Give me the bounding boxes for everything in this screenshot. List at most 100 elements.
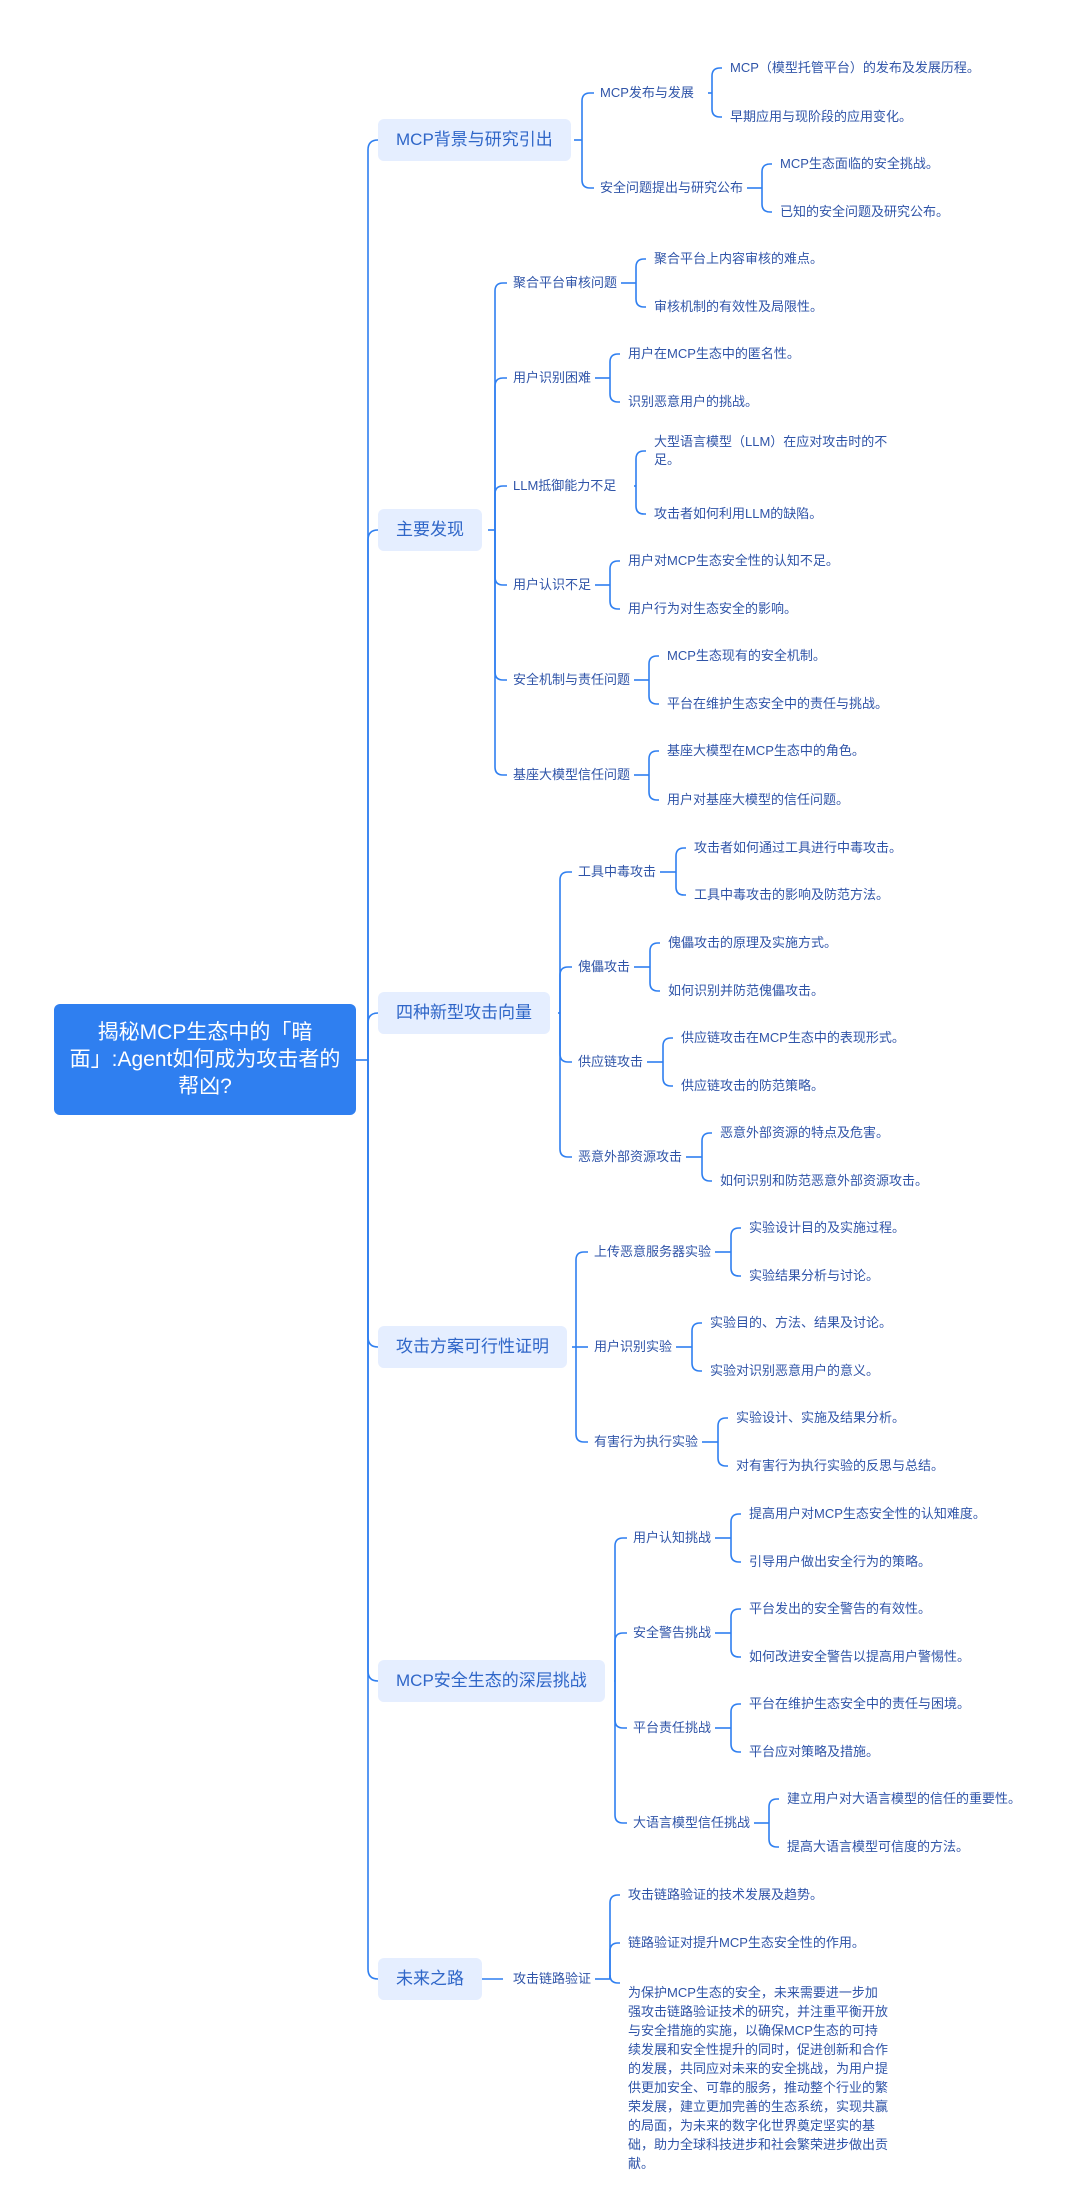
subtopic-bracket-link: [730, 1227, 741, 1252]
subtopic-bracket-link: [730, 1703, 741, 1728]
subtopic[interactable]: 傀儡攻击: [578, 959, 631, 974]
detail-item: 傀儡攻击的原理及实施方式。: [668, 935, 838, 950]
subtopic[interactable]: 安全机制与责任问题: [513, 672, 631, 687]
branch-topic[interactable]: MCP安全生态的深层挑战: [378, 1660, 605, 1702]
branch-topic[interactable]: 主要发现: [378, 509, 482, 551]
subtopic-bracket-link: [711, 67, 722, 93]
subtopic[interactable]: MCP发布与发展: [600, 85, 694, 100]
subtopic-bracket-link: [609, 1942, 620, 1979]
subtopic[interactable]: 安全问题提出与研究公布: [600, 180, 744, 195]
root-topic[interactable]: 揭秘MCP生态中的「暗面」:Agent如何成为攻击者的帮凶?: [54, 1004, 356, 1115]
subtopic-bracket-link: [730, 1252, 741, 1277]
subtopic-bracket-link: [609, 1894, 620, 1979]
subtopic[interactable]: 用户认知挑战: [633, 1530, 712, 1545]
detail-item: 用户在MCP生态中的匿名性。: [628, 346, 800, 361]
subtopic-bracket-link: [649, 942, 660, 967]
branch-bracket-link: [494, 530, 507, 681]
branch-bracket-link: [559, 1013, 572, 1158]
detail-item: 聚合平台上内容审核的难点。: [654, 251, 824, 266]
subtopic[interactable]: 恶意外部资源攻击: [578, 1149, 683, 1164]
subtopic-bracket-link: [701, 1132, 712, 1157]
subtopic[interactable]: 用户识别困难: [513, 370, 592, 385]
branch-bracket-link: [575, 1251, 588, 1347]
subtopic-bracket-link: [730, 1633, 741, 1658]
subtopic[interactable]: 聚合平台审核问题: [513, 275, 618, 290]
branch-bracket-link: [614, 1537, 627, 1681]
detail-item: 用户对基座大模型的信任问题。: [667, 792, 850, 807]
subtopic[interactable]: 有害行为执行实验: [594, 1434, 699, 1449]
subtopic[interactable]: 平台责任挑战: [633, 1720, 712, 1735]
subtopic-bracket-link: [649, 967, 660, 992]
detail-item: 恶意外部资源的特点及危害。: [720, 1125, 890, 1140]
detail-item: 审核机制的有效性及局限性。: [654, 299, 824, 314]
subtopic-bracket-link: [730, 1513, 741, 1538]
detail-item: 实验设计目的及实施过程。: [749, 1220, 906, 1235]
subtopic-bracket-link: [662, 1062, 673, 1087]
trunk-link: [367, 529, 379, 1060]
subtopic-bracket-link: [609, 353, 620, 378]
detail-item: 提高用户对MCP生态安全性的认知难度。: [749, 1506, 986, 1521]
subtopic-bracket-link: [675, 847, 686, 872]
subtopic[interactable]: 工具中毒攻击: [578, 864, 657, 879]
detail-item: 如何识别和防范恶意外部资源攻击。: [720, 1173, 929, 1188]
subtopic[interactable]: 大语言模型信任挑战: [633, 1815, 751, 1830]
detail-item: 提高大语言模型可信度的方法。: [787, 1839, 970, 1854]
subtopic[interactable]: 攻击链路验证: [513, 1971, 592, 1986]
detail-item: MCP生态面临的安全挑战。: [780, 156, 939, 171]
branch-topic[interactable]: 四种新型攻击向量: [378, 992, 550, 1034]
detail-item: 链路验证对提升MCP生态安全性的作用。: [628, 1935, 865, 1950]
detail-item: 攻击者如何通过工具进行中毒攻击。: [694, 840, 903, 855]
branch-bracket-link: [559, 966, 572, 1013]
detail-item: 大型语言模型（LLM）在应对攻击时的不足。: [654, 434, 888, 467]
subtopic-bracket-link: [730, 1608, 741, 1633]
detail-item: 攻击者如何利用LLM的缺陷。: [654, 506, 823, 521]
detail-item: MCP（模型托管平台）的发布及发展历程。: [730, 60, 980, 75]
subtopic-bracket-link: [635, 258, 646, 283]
subtopic[interactable]: 用户认识不足: [513, 577, 592, 592]
subtopic-bracket-link: [609, 560, 620, 585]
subtopic-bracket-link: [648, 655, 659, 680]
detail-item: 实验对识别恶意用户的意义。: [710, 1363, 880, 1378]
subtopic-bracket-link: [635, 486, 646, 515]
detail-item: 实验结果分析与讨论。: [749, 1268, 880, 1283]
subtopic[interactable]: 安全警告挑战: [633, 1625, 712, 1640]
subtopic-bracket-link: [635, 283, 646, 308]
subtopic-bracket-link: [717, 1442, 728, 1467]
trunk-link: [367, 139, 379, 1060]
detail-item: 平台在维护生态安全中的责任与挑战。: [667, 696, 889, 711]
subtopic-bracket-link: [691, 1322, 702, 1347]
subtopic-bracket-link: [761, 163, 772, 188]
detail-item: 如何改进安全警告以提高用户警惕性。: [749, 1649, 971, 1664]
subtopic-bracket-link: [730, 1538, 741, 1563]
subtopic-bracket-link: [635, 450, 646, 486]
subtopic-bracket-link: [648, 750, 659, 775]
detail-item: 平台在维护生态安全中的责任与困境。: [749, 1696, 971, 1711]
subtopic-bracket-link: [609, 585, 620, 610]
detail-item: 平台发出的安全警告的有效性。: [749, 1601, 932, 1616]
subtopic-bracket-link: [609, 378, 620, 403]
subtopic[interactable]: 基座大模型信任问题: [513, 767, 631, 782]
subtopic[interactable]: LLM抵御能力不足: [513, 478, 617, 493]
detail-item: 建立用户对大语言模型的信任的重要性。: [787, 1791, 1022, 1806]
branch-topic[interactable]: 攻击方案可行性证明: [378, 1326, 567, 1368]
subtopic-bracket-link: [648, 775, 659, 801]
subtopic[interactable]: 上传恶意服务器实验: [594, 1244, 712, 1259]
branch-topic[interactable]: MCP背景与研究引出: [378, 119, 571, 161]
detail-item: 用户行为对生态安全的影响。: [628, 601, 798, 616]
subtopic-bracket-link: [691, 1347, 702, 1372]
subtopic[interactable]: 供应链攻击: [578, 1054, 644, 1069]
detail-item: 工具中毒攻击的影响及防范方法。: [694, 887, 890, 902]
subtopic-bracket-link: [761, 188, 772, 213]
branch-bracket-link: [614, 1681, 627, 1729]
trunk-link: [367, 1060, 379, 1980]
subtopic[interactable]: 用户识别实验: [594, 1339, 673, 1354]
detail-item: 用户对MCP生态安全性的认知不足。: [628, 553, 839, 568]
detail-item: 引导用户做出安全行为的策略。: [749, 1554, 932, 1569]
branch-topic[interactable]: 未来之路: [378, 1958, 482, 2000]
subtopic-bracket-link: [768, 1798, 779, 1823]
branch-bracket-link: [581, 140, 594, 189]
branch-bracket-link: [614, 1681, 627, 1824]
branch-bracket-link: [494, 377, 507, 530]
trunk-link: [367, 1012, 379, 1060]
